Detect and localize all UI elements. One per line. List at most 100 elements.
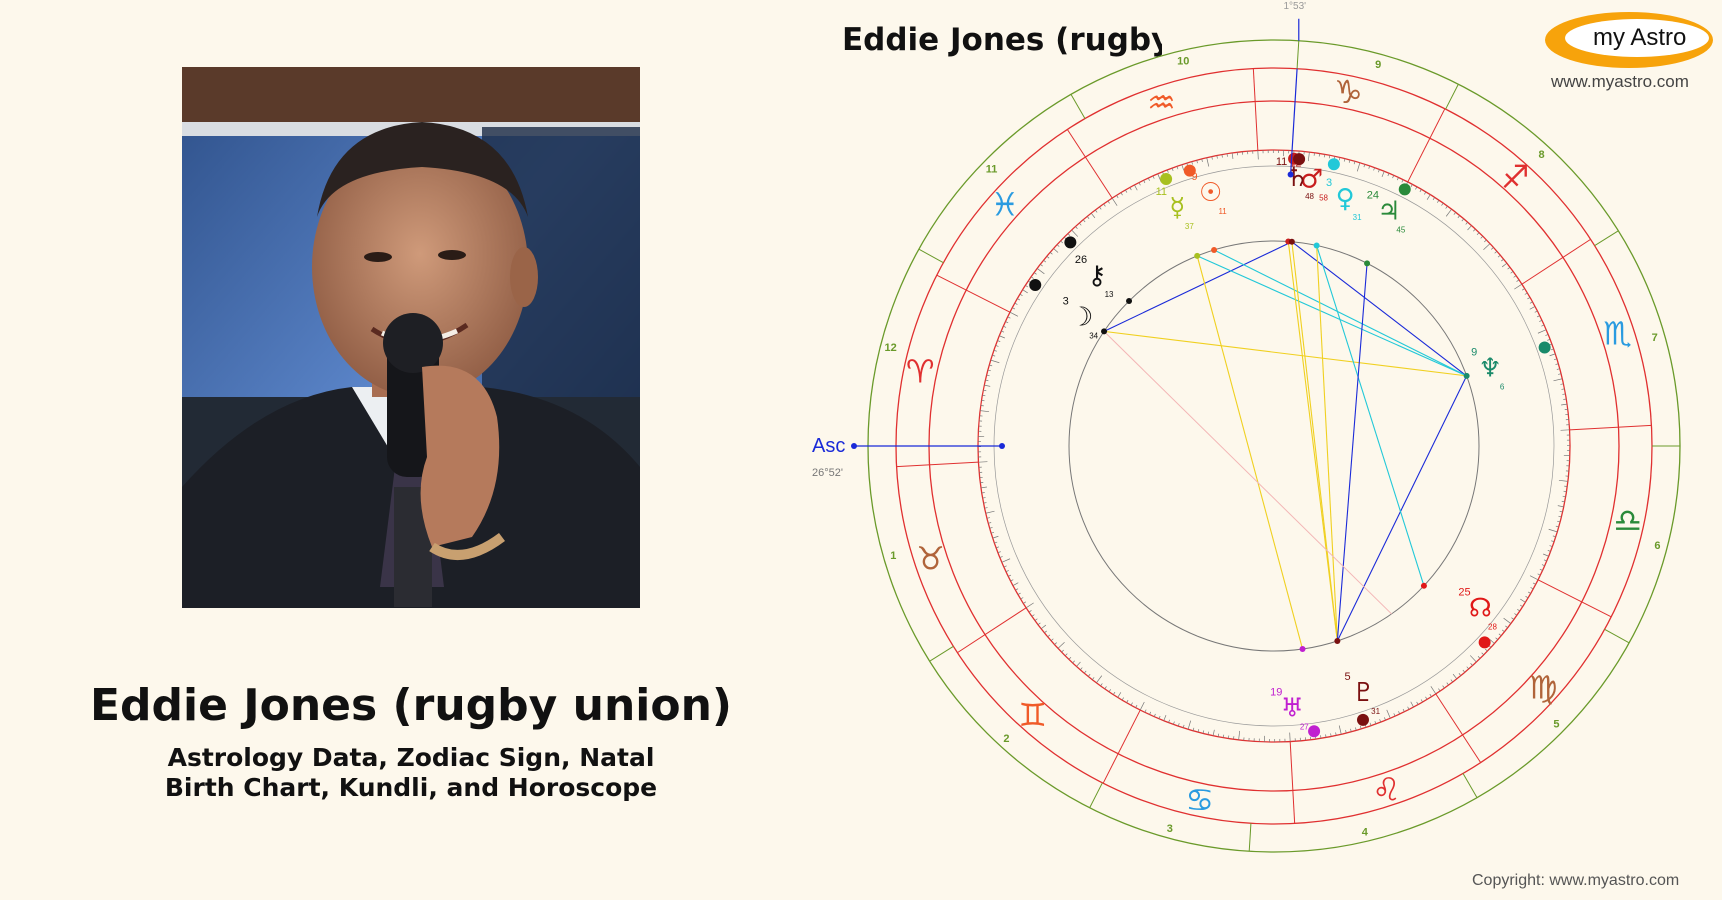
site-url[interactable]: www.myastro.com (1551, 72, 1689, 91)
aspect-line (1336, 263, 1368, 642)
degree-tick (1130, 702, 1133, 706)
degree-tick (1049, 252, 1053, 255)
degree-tick (1510, 271, 1514, 274)
degree-tick (1003, 565, 1007, 568)
degree-tick (1415, 186, 1418, 190)
sign-divider (1102, 709, 1141, 784)
degree-tick (1116, 195, 1119, 199)
degree-tick (988, 522, 992, 524)
myastro-logo[interactable]: my Astro (1545, 10, 1713, 70)
house-cusp-line (1462, 773, 1478, 798)
degree-tick (1532, 582, 1536, 585)
degree-tick (1323, 154, 1326, 158)
north-node-minute: 28 (1488, 622, 1497, 631)
pluto-marker (1356, 713, 1369, 726)
degree-tick (1201, 158, 1203, 162)
degree-tick (1521, 288, 1525, 291)
degree-tick (1505, 625, 1508, 628)
venus-marker (1327, 158, 1340, 171)
house-number: 3 (1167, 823, 1173, 835)
jupiter-aspect-point (1364, 260, 1371, 267)
neptune-icon: ♆ (1478, 353, 1501, 383)
chiron-marker (1064, 236, 1077, 249)
degree-tick (1033, 272, 1037, 275)
neptune-degree: 9 (1471, 346, 1477, 358)
degree-tick (1483, 243, 1491, 251)
degree-tick (1057, 641, 1065, 649)
degree-tick (1438, 688, 1441, 692)
degree-tick (1547, 338, 1551, 341)
degree-tick (1501, 629, 1505, 633)
degree-tick (1068, 656, 1072, 660)
degree-tick (1458, 673, 1462, 676)
aspect-line (1196, 255, 1467, 377)
house-number: 4 (1362, 826, 1369, 838)
degree-tick (1557, 520, 1561, 523)
degree-tick (1520, 598, 1526, 603)
degree-tick (1040, 264, 1043, 267)
degree-tick (1407, 706, 1410, 710)
degree-tick (1420, 699, 1423, 703)
degree-tick (1022, 289, 1028, 294)
gemini-sign-icon: ♊ (1018, 696, 1047, 734)
aspect-line (1103, 330, 1467, 377)
degree-tick (1149, 711, 1152, 715)
degree-tick (1398, 711, 1401, 715)
degree-tick (1221, 154, 1223, 158)
degree-tick (1561, 403, 1568, 406)
degree-tick (1037, 622, 1041, 625)
degree-tick (1079, 222, 1082, 226)
page-subtitle: Astrology Data, Zodiac Sign, Natal Birth… (0, 743, 822, 803)
degree-tick (1087, 673, 1091, 677)
degree-tick (993, 349, 997, 352)
degree-tick (1555, 363, 1559, 365)
degree-tick (1060, 240, 1064, 244)
chiron-minute: 13 (1105, 290, 1114, 299)
degree-tick (1343, 158, 1346, 162)
degree-tick (1053, 248, 1059, 253)
degree-tick (986, 517, 990, 519)
degree-tick (1129, 187, 1132, 191)
degree-tick (1121, 697, 1124, 701)
aries-sign-icon: ♈ (906, 353, 935, 391)
degree-tick (1182, 724, 1185, 728)
mc-axis-inner-line (1290, 68, 1298, 175)
chiron-aspect-point (1126, 298, 1133, 305)
degree-tick (1222, 734, 1225, 738)
degree-tick (1559, 510, 1563, 513)
aspect-line (1316, 245, 1425, 586)
degree-tick (1017, 298, 1021, 301)
degree-tick (1338, 725, 1342, 735)
degree-tick (1529, 575, 1539, 581)
degree-tick (1019, 293, 1023, 296)
degree-tick (1238, 730, 1241, 740)
degree-tick (1392, 175, 1395, 179)
degree-tick (1117, 692, 1122, 698)
degree-tick (1373, 167, 1375, 171)
saturn-marker (1293, 153, 1306, 166)
degree-tick (1207, 731, 1210, 735)
house-cusp-line (1248, 823, 1252, 852)
degree-tick (1192, 727, 1195, 731)
degree-tick (1100, 683, 1103, 687)
degree-tick (1153, 713, 1156, 717)
degree-tick (1003, 325, 1007, 328)
logo-text: my Astro (1593, 24, 1687, 51)
degree-tick (991, 531, 995, 534)
degree-tick (1381, 171, 1385, 177)
degree-tick (1359, 725, 1362, 729)
degree-tick (1005, 321, 1009, 324)
degree-tick (1158, 715, 1161, 719)
degree-tick (1054, 642, 1057, 645)
degree-tick (994, 541, 998, 544)
degree-tick (1010, 579, 1014, 582)
sign-divider (896, 461, 979, 468)
degree-tick (1076, 661, 1081, 667)
degree-tick (1513, 275, 1517, 278)
asc-axis-endpoint (851, 443, 857, 449)
degree-tick (1491, 247, 1494, 250)
sign-divider (957, 607, 1027, 654)
degree-tick (1543, 559, 1547, 562)
degree-tick (1527, 297, 1531, 300)
degree-tick (1135, 704, 1138, 708)
